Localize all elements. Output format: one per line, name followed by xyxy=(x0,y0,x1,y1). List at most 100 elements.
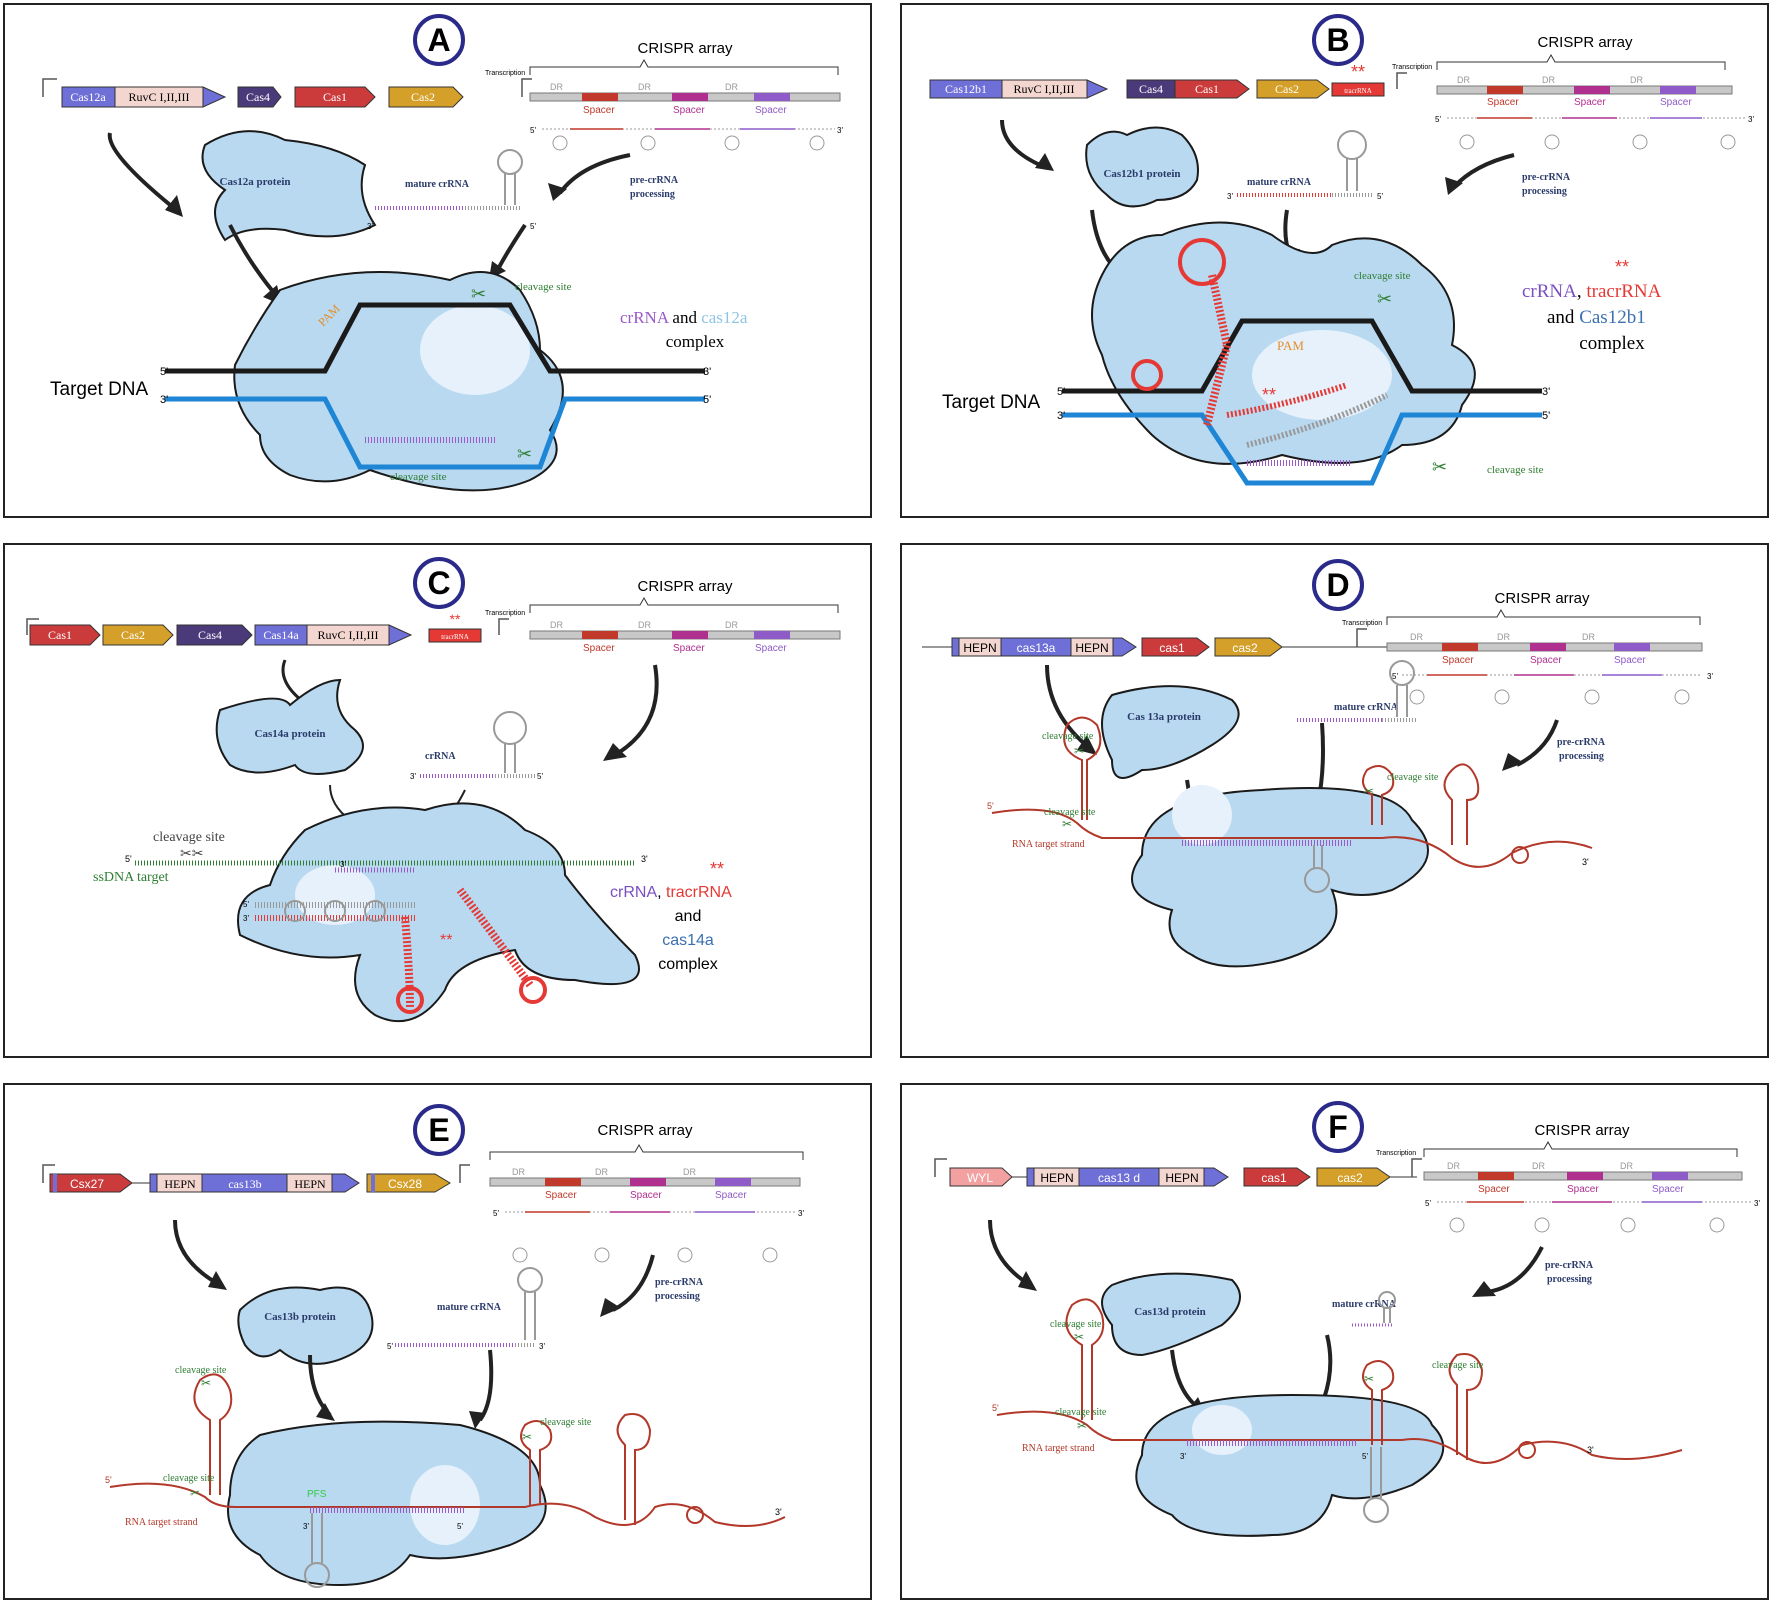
hairpin-icon xyxy=(677,1247,693,1263)
panel-letter: A xyxy=(427,22,450,58)
panel-f: F WYL HEPN cas13 d HEPN cas1 cas2 Transc… xyxy=(900,1083,1769,1600)
gene-label: cas13b xyxy=(228,1177,261,1191)
three-prime: 3' xyxy=(367,222,373,231)
translation-arrow xyxy=(107,132,182,215)
promoter-arrow-icon xyxy=(42,78,57,97)
hairpin-icon xyxy=(809,135,825,151)
transcription-label: Transcription xyxy=(1392,64,1432,71)
hairpin-icon xyxy=(724,135,740,151)
scissors-icon: ✂ xyxy=(1364,784,1374,798)
cas14a-protein-shape xyxy=(215,678,364,775)
dr-label: DR xyxy=(725,620,738,630)
spacer-label: Spacer xyxy=(583,105,615,116)
panel-b-diagram: B Cas12b1 RuvC I,II,III Cas4 Cas1 Cas2 t… xyxy=(929,14,1754,486)
assembly-arrow xyxy=(228,224,282,302)
spacer-label: Spacer xyxy=(1614,655,1646,666)
rna-hairpin xyxy=(193,1373,233,1495)
gene-label: Cas14a xyxy=(263,628,299,642)
hairpin-icon xyxy=(1534,1217,1550,1233)
complex-label-line4: complex xyxy=(658,956,718,973)
crispr-array-label: CRISPR array xyxy=(597,1122,693,1139)
scissors-icon: ✂ xyxy=(1432,457,1447,477)
cleavage-site-label: cleavage site xyxy=(1050,1319,1102,1330)
five-prime: 5' xyxy=(537,772,543,781)
spacer-label: Spacer xyxy=(673,643,705,654)
spacer-label: Spacer xyxy=(630,1190,662,1201)
arrow-head-icon xyxy=(165,195,183,217)
panel-a: A Cas12a RuvC I,II,III Cas4 Cas1 Cas2 Tr… xyxy=(3,3,872,518)
three-prime: 3' xyxy=(775,1507,782,1517)
hairpin-icon xyxy=(1584,689,1600,705)
hairpin-icon xyxy=(640,135,656,151)
processing-label: processing xyxy=(630,189,675,200)
panel-letter-badge xyxy=(413,14,465,66)
hairpin-icon xyxy=(1409,689,1425,705)
panel-f-diagram: F WYL HEPN cas13 d HEPN cas1 cas2 Transc… xyxy=(934,1101,1760,1537)
five-prime: 5' xyxy=(1542,410,1550,422)
five-prime: 5' xyxy=(243,900,249,909)
dr-label: DR xyxy=(725,82,738,92)
dr-label: DR xyxy=(683,1167,696,1177)
gene-label: cas13 d xyxy=(1098,1171,1140,1185)
gene-label: HEPN xyxy=(164,1177,196,1191)
spacer-1 xyxy=(582,93,618,101)
ssdna-target-label: ssDNA target xyxy=(93,870,169,885)
scissors-icon: ✂ xyxy=(517,444,532,464)
dr-label: DR xyxy=(512,1167,525,1177)
crispr-array-label: CRISPR array xyxy=(1494,590,1590,607)
crispr-array-label: CRISPR array xyxy=(637,40,733,57)
spacer-label: Spacer xyxy=(583,643,615,654)
gene-label: HEPN xyxy=(1040,1171,1073,1185)
dr-label: DR xyxy=(550,82,563,92)
panel-b: B Cas12b1 RuvC I,II,III Cas4 Cas1 Cas2 t… xyxy=(900,3,1769,518)
pre-crrna-label: pre-crRNA xyxy=(655,1277,704,1288)
hairpin-icon xyxy=(1494,689,1510,705)
three-prime: 3' xyxy=(1227,192,1233,201)
spacer-label: Spacer xyxy=(1487,97,1519,108)
rna-target-label: RNA target strand xyxy=(1022,1443,1095,1454)
five-prime: 5' xyxy=(125,854,132,864)
five-prime: 5' xyxy=(1392,672,1398,681)
gene-label: Cas2 xyxy=(411,90,435,104)
three-prime: 3' xyxy=(798,1209,804,1218)
spacer-label: Spacer xyxy=(545,1190,577,1201)
dr-label: DR xyxy=(1410,632,1423,642)
dr-label: DR xyxy=(1630,75,1643,85)
target-dna-bottom-strand xyxy=(1062,412,1542,486)
pre-crrna-label: pre-crRNA xyxy=(1545,1260,1594,1271)
mature-crrna-label: mature crRNA xyxy=(405,179,470,190)
five-prime: 5' xyxy=(1377,192,1383,201)
cleavage-site-label: cleavage site xyxy=(1387,772,1439,783)
scissors-icon: ✂ xyxy=(201,1376,211,1390)
hairpin-icon xyxy=(594,1247,610,1263)
spacer-label: Spacer xyxy=(755,643,787,654)
gene-label: RuvC I,II,III xyxy=(1014,82,1075,96)
gene-label: Cas12a xyxy=(70,90,106,104)
spacer-label: Spacer xyxy=(1660,97,1692,108)
three-prime: 3' xyxy=(1587,1445,1594,1455)
gene-label: Cas1 xyxy=(323,90,347,104)
gene-label: RuvC I,II,III xyxy=(318,628,379,642)
three-prime: 3' xyxy=(1180,1452,1186,1461)
rna-target-label: RNA target strand xyxy=(125,1517,198,1528)
three-prime: 3' xyxy=(539,1342,545,1351)
three-prime: 3' xyxy=(1754,1199,1760,1208)
panel-letter: C xyxy=(427,565,450,601)
rna-hairpin xyxy=(1063,716,1102,820)
cas12a-protein-shape xyxy=(201,130,377,242)
gene-label: Cas4 xyxy=(1139,82,1163,96)
panel-d: D HEPN cas13a HEPN cas1 cas2 Transcripti… xyxy=(900,543,1769,1058)
stars-icon: ** xyxy=(710,859,724,879)
pre-crrna-label: pre-crRNA xyxy=(1522,172,1571,183)
stars-icon: ** xyxy=(440,932,452,949)
stars-icon: ** xyxy=(1262,385,1276,405)
three-prime: 3' xyxy=(1582,857,1589,867)
scissors-icon: ✂ xyxy=(1062,817,1072,831)
dr-label: DR xyxy=(1542,75,1555,85)
mature-crrna-label: mature crRNA xyxy=(1247,177,1312,188)
cleavage-site-label: cleavage site xyxy=(1432,1360,1484,1371)
complex-protein-shape xyxy=(237,802,640,1023)
scissors-icon: ✂ xyxy=(190,1486,200,1500)
processing-label: processing xyxy=(1522,186,1567,197)
panel-letter: D xyxy=(1326,567,1349,603)
